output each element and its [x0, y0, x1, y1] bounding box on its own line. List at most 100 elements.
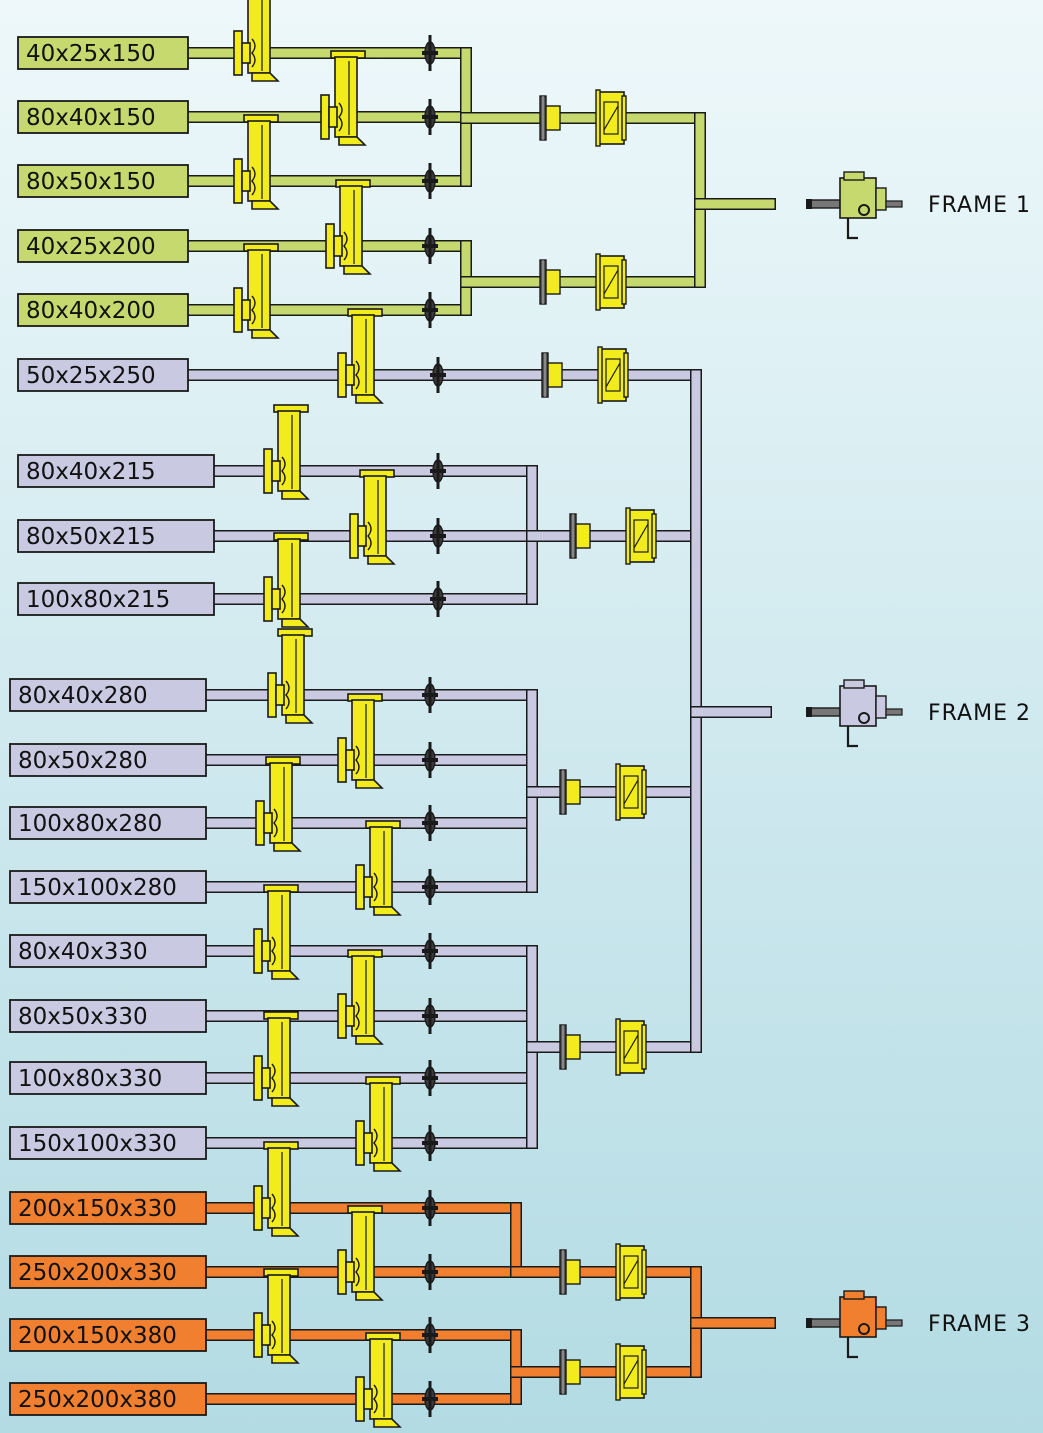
coupling-housing-icon	[597, 346, 629, 404]
shaft-sleeve-icon	[422, 163, 438, 199]
pump-casing-icon	[233, 114, 280, 210]
pump-casing-icon	[355, 1332, 402, 1428]
pump-casing-icon	[255, 756, 302, 852]
coupling-housing-icon	[615, 1343, 647, 1401]
model-label-text: 80x50x280	[18, 748, 148, 774]
shaft-sleeve-icon	[422, 805, 438, 841]
shaft-sleeve-icon	[422, 677, 438, 713]
shaft-sleeve-icon	[430, 453, 446, 489]
pump-casing-icon	[337, 949, 384, 1045]
shaft-sleeve-icon	[422, 1060, 438, 1096]
shaft-sleeve-icon	[422, 869, 438, 905]
pump-casing-icon	[263, 532, 310, 628]
bearing-icon	[559, 1024, 581, 1070]
model-label-box: 80x40x330	[9, 934, 207, 968]
shaft-sleeve-icon	[430, 518, 446, 554]
bearing-icon	[559, 769, 581, 815]
shaft-sleeve-icon	[422, 292, 438, 328]
shaft-sleeve-icon	[422, 1125, 438, 1161]
model-label-box: 80x40x200	[17, 293, 189, 327]
model-label-box: 150x100x330	[9, 1126, 207, 1160]
pump-casing-icon	[349, 469, 396, 565]
frame-label: FRAME 3	[928, 1312, 1031, 1337]
model-label-text: 80x40x200	[26, 298, 156, 324]
model-label-text: 80x40x150	[26, 105, 156, 131]
model-label-box: 40x25x200	[17, 229, 189, 263]
model-label-box: 50x25x250	[17, 358, 189, 392]
model-label-text: 50x25x250	[26, 363, 156, 389]
model-label-text: 40x25x200	[26, 234, 156, 260]
bearing-icon	[559, 1349, 581, 1395]
pump-casing-icon	[337, 308, 384, 404]
bearing-frame-icon	[806, 171, 903, 240]
shaft-sleeve-icon	[422, 1254, 438, 1290]
frame-label: FRAME 1	[928, 193, 1031, 218]
bearing-icon	[539, 95, 561, 141]
coupling-housing-icon	[615, 1243, 647, 1301]
model-label-box: 200x150x380	[9, 1318, 207, 1352]
pump-casing-icon	[233, 243, 280, 339]
bearing-icon	[569, 513, 591, 559]
coupling-housing-icon	[595, 253, 627, 311]
bearing-icon	[559, 1249, 581, 1295]
model-labels: 40x25x150 80x40x150 80x50x150 40x25x200 80x4…	[9, 36, 215, 1416]
model-label-text: 250x200x330	[18, 1260, 177, 1286]
pump-casing-icon	[355, 1076, 402, 1172]
model-label-text: 80x40x330	[18, 939, 148, 965]
shaft-sleeve-icon	[422, 933, 438, 969]
model-label-box: 80x50x280	[9, 743, 207, 777]
coupling-housing-icon	[625, 507, 657, 565]
model-label-text: 150x100x280	[18, 875, 177, 901]
pump-casing-icon	[325, 179, 372, 275]
model-label-text: 80x50x330	[18, 1004, 148, 1030]
model-label-box: 40x25x150	[17, 36, 189, 70]
model-label-box: 100x80x330	[9, 1061, 207, 1095]
model-label-text: 100x80x330	[18, 1066, 162, 1092]
shaft-sleeve-icon	[422, 1317, 438, 1353]
model-label-box: 80x50x215	[17, 519, 215, 553]
bearing-frame-icon	[806, 679, 903, 748]
model-label-box: 250x200x380	[9, 1382, 207, 1416]
shaft-sleeve-icon	[422, 742, 438, 778]
pump-casing-icon	[267, 628, 314, 724]
pump-casing-icon	[337, 693, 384, 789]
model-label-box: 200x150x330	[9, 1191, 207, 1225]
pump-casing-icon	[337, 1205, 384, 1301]
components	[233, 0, 657, 1428]
shaft-sleeve-icon	[422, 35, 438, 71]
model-label-box: 80x40x150	[17, 100, 189, 134]
pump-casing-icon	[253, 1141, 300, 1237]
shaft-sleeve-icon	[422, 1190, 438, 1226]
shaft-sleeve-icon	[422, 998, 438, 1034]
shaft-sleeve-icon	[422, 228, 438, 264]
pump-casing-icon	[253, 1268, 300, 1364]
model-label-box: 80x50x150	[17, 164, 189, 198]
shaft-sleeve-icon	[422, 1381, 438, 1417]
bearing-icon	[541, 352, 563, 398]
model-label-text: 200x150x380	[18, 1323, 177, 1349]
coupling-housing-icon	[615, 1018, 647, 1076]
bearing-icon	[539, 259, 561, 305]
model-label-box: 80x40x215	[17, 454, 215, 488]
model-label-box: 100x80x280	[9, 806, 207, 840]
coupling-housing-icon	[615, 763, 647, 821]
pump-casing-icon	[253, 884, 300, 980]
pump-casing-icon	[263, 404, 310, 500]
shaft-sleeve-icon	[422, 99, 438, 135]
model-label-text: 150x100x330	[18, 1131, 177, 1157]
model-label-text: 80x50x150	[26, 169, 156, 195]
shaft-sleeve-icon	[430, 357, 446, 393]
pump-casing-icon	[233, 0, 280, 82]
model-label-box: 80x50x330	[9, 999, 207, 1033]
model-label-box: 150x100x280	[9, 870, 207, 904]
coupling-housing-icon	[595, 89, 627, 147]
model-label-text: 80x50x215	[26, 524, 156, 550]
pump-casing-icon	[355, 820, 402, 916]
model-label-box: 100x80x215	[17, 582, 215, 616]
pump-casing-icon	[253, 1011, 300, 1107]
model-label-text: 250x200x380	[18, 1387, 177, 1413]
model-label-text: 80x40x215	[26, 459, 156, 485]
model-label-text: 100x80x280	[18, 811, 162, 837]
